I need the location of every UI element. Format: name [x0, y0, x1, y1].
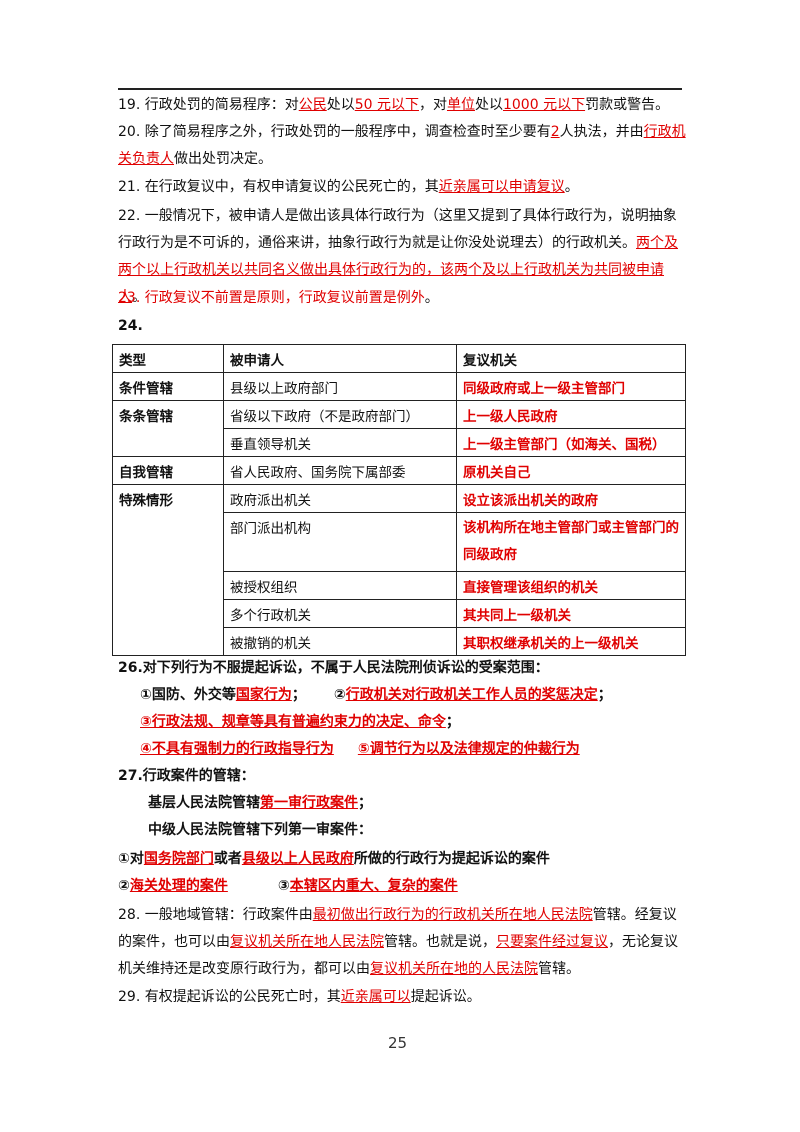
table-cell: 上一级人民政府 [456, 400, 686, 429]
item-24: 24. [118, 318, 143, 334]
table-cell: 上一级主管部门（如海关、国税） [456, 428, 686, 457]
table-cell: 被授权组织 [223, 571, 457, 600]
table-header-cell: 类型 [112, 344, 224, 373]
item-20: 20. 除了简易程序之外，行政处罚的一般程序中，调查检查时至少要有2人执法，并由… [118, 124, 686, 167]
table-cell: 其共同上一级机关 [456, 599, 686, 628]
table-row: 自我管辖 省人民政府、国务院下属部委 原机关自己 [112, 456, 686, 485]
table-cell: 政府派出机关 [223, 484, 457, 513]
page-number: 25 [388, 1034, 408, 1052]
item-29: 29. 有权提起诉讼的公民死亡时，其近亲属可以提起诉讼。 [118, 989, 481, 1005]
item-27-line-a: 基层人民法院管辖第一审行政案件； [148, 795, 372, 811]
item-19: 19. 行政处罚的简易程序：对公民处以50 元以下，对单位处以1000 元以下罚… [118, 97, 670, 113]
table-cell: 原机关自己 [456, 456, 686, 485]
item-26-line-b: ③行政法规、规章等具有普遍约束力的决定、命令； [140, 714, 460, 730]
table-cell: 部门派出机构 [223, 512, 457, 572]
item-23: 23. 行政复议不前置是原则，行政复议前置是例外。 [118, 290, 439, 306]
table-cell: 省级以下政府（不是政府部门） [223, 400, 457, 429]
item-26-line-a: ①国防、外交等国家行为；②行政机关对行政机关工作人员的奖惩决定； [140, 687, 612, 703]
table-cell: 设立该派出机关的政府 [456, 484, 686, 513]
item-27-title: 27.行政案件的管辖： [118, 768, 255, 784]
table-cell: 同级政府或上一级主管部门 [456, 372, 686, 401]
table-cell: 条条管辖 [112, 400, 224, 457]
table-row: 条条管辖 省级以下政府（不是政府部门） 上一级人民政府 [112, 400, 686, 457]
item-28: 28. 一般地域管辖：行政案件由最初做出行政行为的行政机关所在地人民法院管辖。经… [118, 907, 678, 977]
table-cell: 条件管辖 [112, 372, 224, 401]
item-27-line-b: 中级人民法院管辖下列第一审案件： [148, 822, 372, 838]
table-cell: 多个行政机关 [223, 599, 457, 628]
item-26-title: 26.对下列行为不服提起诉讼，不属于人民法院刑侦诉讼的受案范围： [118, 660, 549, 676]
table-cell: 被撤销的机关 [223, 627, 457, 656]
table-header-cell: 被申请人 [223, 344, 457, 373]
table-row: 特殊情形 政府派出机关 设立该派出机关的政府 [112, 484, 686, 656]
review-jurisdiction-table: 类型 被申请人 复议机关 条件管辖 县级以上政府部门 同级政府或上一级主管部门 … [112, 344, 686, 656]
item-27-line-c: ①对国务院部门或者县级以上人民政府所做的行政行为提起诉讼的案件 [118, 851, 550, 867]
table-row: 被撤销的机关 其职权继承机关的上一级机关 [113, 627, 686, 656]
table-row: 多个行政机关 其共同上一级机关 [113, 599, 686, 628]
table-row: 被授权组织 直接管理该组织的机关 [113, 571, 686, 600]
table-cell: 省人民政府、国务院下属部委 [223, 456, 457, 485]
item-21: 21. 在行政复议中，有权申请复议的公民死亡的，其近亲属可以申请复议。 [118, 179, 579, 195]
table-cell: 其职权继承机关的上一级机关 [456, 627, 686, 656]
table-cell: 该机构所在地主管部门或主管部门的同级政府 [456, 512, 686, 572]
header-rule [118, 88, 682, 90]
item-22: 22. 一般情况下，被申请人是做出该具体行政行为（这里又提到了具体行政行为，说明… [118, 208, 678, 305]
table-cell: 直接管理该组织的机关 [456, 571, 686, 600]
table-row: 垂直领导机关 上一级主管部门（如海关、国税） [113, 428, 686, 457]
table-cell: 自我管辖 [112, 456, 224, 485]
table-row: 条件管辖 县级以上政府部门 同级政府或上一级主管部门 [112, 372, 686, 401]
table-cell: 县级以上政府部门 [223, 372, 457, 401]
table-header-row: 类型 被申请人 复议机关 [112, 344, 686, 373]
table-cell: 特殊情形 [112, 484, 224, 656]
table-header-cell: 复议机关 [456, 344, 686, 373]
table-cell: 垂直领导机关 [223, 428, 457, 457]
